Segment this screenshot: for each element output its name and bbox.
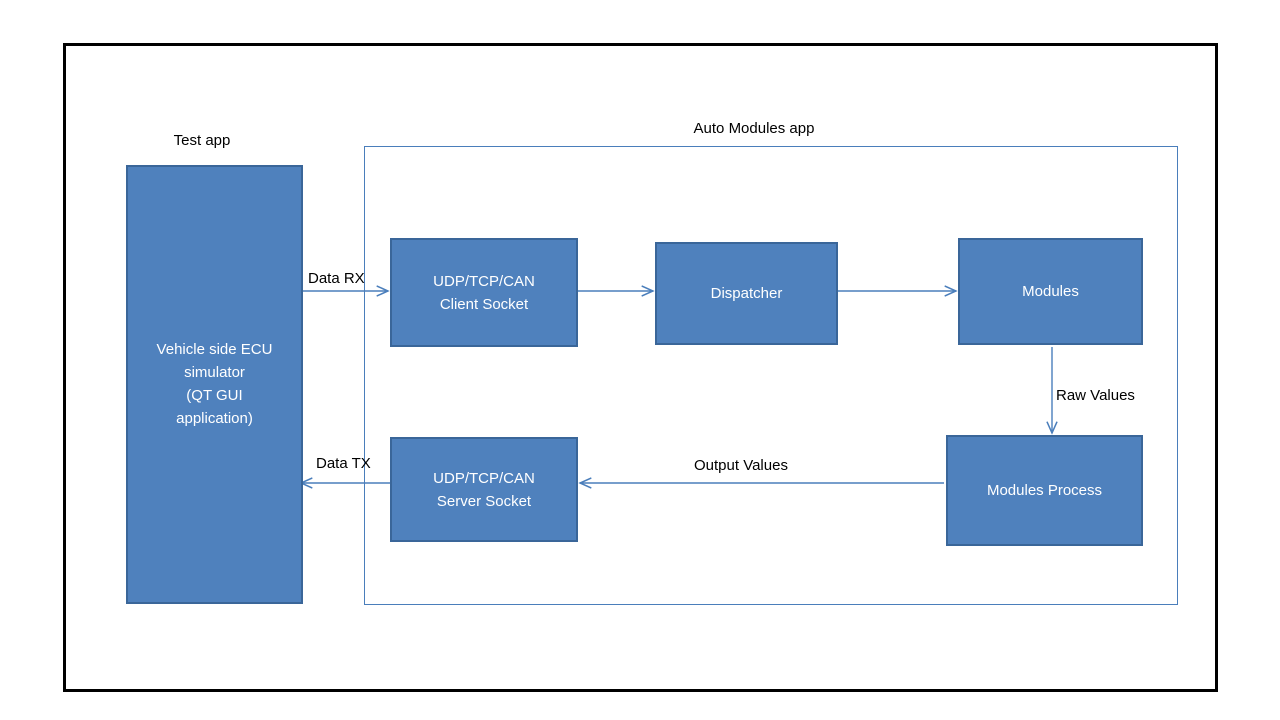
node-client-socket-line-2: Client Socket (439, 295, 529, 313)
node-modules[interactable]: Modules (958, 238, 1143, 345)
caption-test-app: Test app (173, 132, 231, 149)
node-server-socket-label: UDP/TCP/CAN Server Socket (433, 467, 535, 513)
node-ecu-simulator-line-3: (QT GUI (186, 387, 243, 404)
node-modules-process-label: Modules Process (986, 482, 1103, 499)
node-dispatcher[interactable]: Dispatcher (655, 242, 838, 345)
node-ecu-simulator-line-2: simulator (184, 364, 245, 381)
node-modules-label: Modules (1022, 283, 1079, 300)
node-client-socket-line-1: UDP/TCP/CAN (433, 272, 535, 290)
node-server-socket-line-1: UDP/TCP/CAN (433, 469, 535, 487)
node-ecu-simulator[interactable]: Vehicle side ECU simulator (QT GUI appli… (126, 165, 303, 604)
node-client-socket[interactable]: UDP/TCP/CAN Client Socket (390, 238, 578, 347)
edge-label-data-tx: Data TX (316, 455, 371, 472)
node-modules-process[interactable]: Modules Process (946, 435, 1143, 546)
group-auto-modules-app (364, 146, 1178, 605)
node-server-socket-line-2: Server Socket (436, 492, 532, 510)
node-client-socket-label: UDP/TCP/CAN Client Socket (433, 270, 535, 316)
edge-label-raw-values: Raw Values (1056, 387, 1135, 404)
node-ecu-simulator-line-1: Vehicle side ECU (156, 341, 273, 358)
node-ecu-simulator-label: Vehicle side ECU simulator (QT GUI appli… (157, 338, 273, 430)
node-ecu-simulator-line-4: application) (176, 410, 253, 427)
caption-auto-modules-app: Auto Modules app (693, 120, 815, 137)
node-dispatcher-label: Dispatcher (710, 285, 783, 302)
node-server-socket[interactable]: UDP/TCP/CAN Server Socket (390, 437, 578, 542)
edge-label-data-rx: Data RX (308, 270, 365, 287)
edge-label-output-values: Output Values (694, 457, 788, 474)
